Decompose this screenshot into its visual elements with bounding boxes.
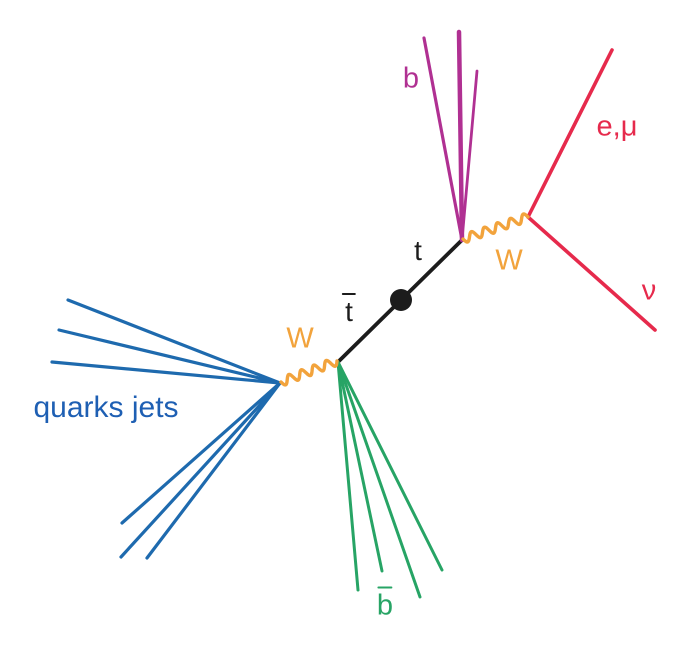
bbar-jet-line xyxy=(336,360,360,592)
b-jet-line xyxy=(460,69,479,242)
w-boson-wave-right xyxy=(461,212,530,244)
bbar-jet-line xyxy=(336,360,384,573)
bbar-jet-line xyxy=(336,360,444,572)
quark-jet-line xyxy=(119,381,282,559)
interaction-vertex-dot xyxy=(390,289,412,311)
quark-jet-line xyxy=(50,360,282,385)
b-jet-line xyxy=(422,36,464,242)
quark-jet-line xyxy=(66,298,282,385)
w-boson-wave-left xyxy=(279,358,339,387)
electron-muon-line xyxy=(526,48,614,219)
bbar-jet-line xyxy=(336,360,422,599)
neutrino-line xyxy=(526,215,657,332)
quark-jet-line xyxy=(120,381,282,525)
b-jet-line xyxy=(456,29,465,243)
quark-jet-line xyxy=(57,328,282,385)
quark-jet-line xyxy=(145,381,282,560)
